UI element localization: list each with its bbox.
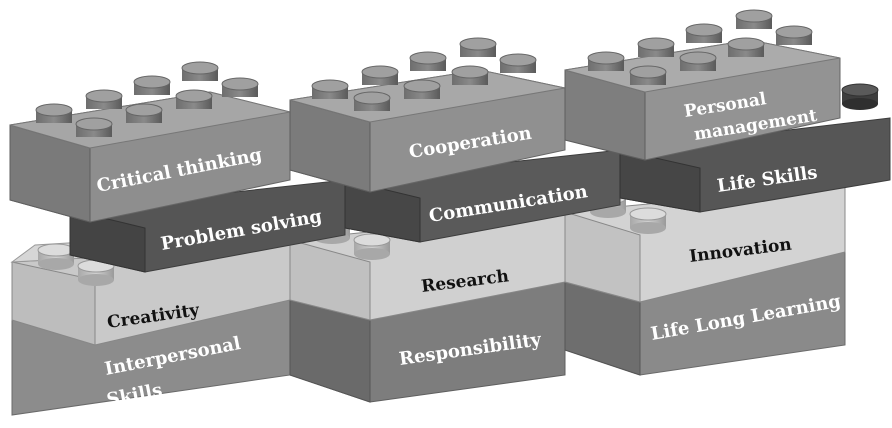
stud (403, 79, 441, 99)
stud (459, 37, 497, 57)
stud (125, 103, 163, 123)
stud (221, 77, 259, 97)
stud (499, 53, 537, 73)
stud (175, 89, 213, 109)
brick-life-skills: Life Skills (619, 117, 891, 213)
stud (361, 65, 399, 85)
stud (311, 79, 349, 99)
stud (353, 233, 391, 260)
stud (181, 61, 219, 81)
stud (735, 9, 773, 29)
stud (685, 23, 723, 43)
stud-group-personal-management (587, 9, 813, 85)
stud-group-cooperation (311, 37, 537, 111)
stud (451, 65, 489, 85)
stud (353, 91, 391, 111)
stud (629, 65, 667, 85)
stud-group-critical-thinking (35, 61, 259, 137)
stud (37, 243, 75, 270)
stud (85, 89, 123, 109)
stud (587, 51, 625, 71)
stud (133, 75, 171, 95)
stud (679, 51, 717, 71)
stud (75, 117, 113, 137)
stud (775, 25, 813, 45)
stud (637, 37, 675, 57)
brick-life-long-learning: Life Long Learning (564, 249, 846, 376)
stud (841, 83, 879, 110)
stud (35, 103, 73, 123)
stud (409, 51, 447, 71)
stud (727, 37, 765, 57)
stud (629, 207, 667, 234)
